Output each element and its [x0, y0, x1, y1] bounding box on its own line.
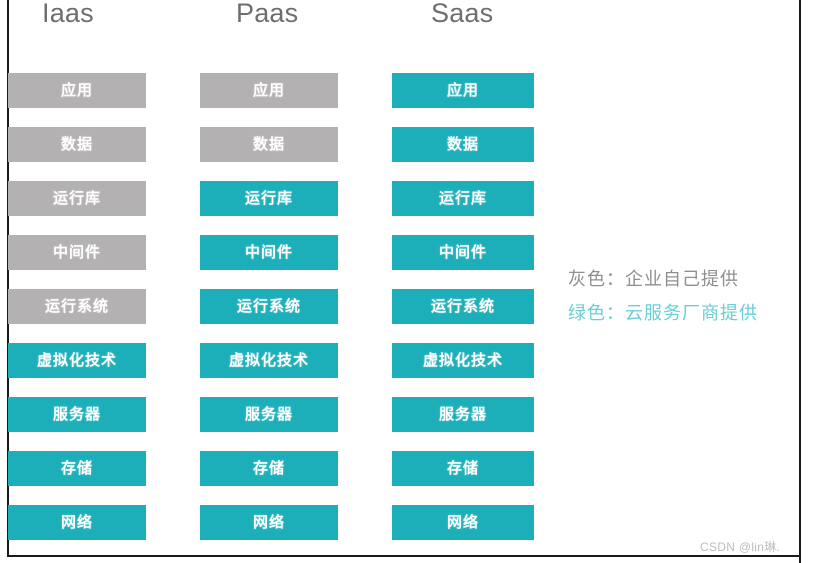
column-header-iaas: Iaas [42, 0, 94, 28]
stack-cell-label: 应用 [60, 82, 93, 99]
stack-column-iaas: 应用数据运行库中间件运行系统虚拟化技术服务器存储网络 [8, 73, 146, 540]
stack-cell-label: 网络 [446, 514, 479, 531]
stack-cell: 中间件 [8, 235, 146, 270]
stack-cell-label: 数据 [446, 136, 479, 153]
stack-cell: 存储 [200, 451, 338, 486]
stack-cell: 虚拟化技术 [392, 343, 534, 378]
frame-left-rule [7, 0, 9, 557]
stack-cell-label: 应用 [252, 82, 285, 99]
stack-cell-label: 数据 [252, 136, 285, 153]
stack-cell-label: 服务器 [52, 406, 101, 423]
stack-column-saas: 应用数据运行库中间件运行系统虚拟化技术服务器存储网络 [392, 73, 534, 540]
stack-cell: 应用 [200, 73, 338, 108]
column-header-paas: Paas [236, 0, 299, 28]
stack-cell: 运行系统 [8, 289, 146, 324]
column-header-saas: Saas [431, 0, 494, 28]
stack-cell: 数据 [8, 127, 146, 162]
stack-column-paas: 应用数据运行库中间件运行系统虚拟化技术服务器存储网络 [200, 73, 338, 540]
stack-cell-label: 服务器 [244, 406, 293, 423]
stack-cell-label: 存储 [446, 460, 479, 477]
frame-bottom-rule [7, 555, 801, 557]
legend: 灰色：企业自己提供 绿色：云服务厂商提供 [568, 262, 793, 330]
stack-cell: 运行库 [8, 181, 146, 216]
stack-cell: 存储 [8, 451, 146, 486]
stack-cell: 运行系统 [392, 289, 534, 324]
stack-cell: 应用 [392, 73, 534, 108]
stack-cell: 网络 [392, 505, 534, 540]
stack-cell: 虚拟化技术 [8, 343, 146, 378]
stack-cell-label: 运行系统 [236, 298, 301, 315]
stack-cell-label: 运行库 [438, 190, 487, 207]
stack-cell: 服务器 [8, 397, 146, 432]
watermark: CSDN @lin琳. [700, 540, 781, 554]
stack-cell-label: 运行库 [52, 190, 101, 207]
stack-cell-label: 运行系统 [44, 298, 109, 315]
stack-cell: 数据 [392, 127, 534, 162]
stack-cell: 运行库 [200, 181, 338, 216]
stack-cell: 应用 [8, 73, 146, 108]
stack-cell-label: 中间件 [244, 244, 293, 261]
stack-cell-label: 运行库 [244, 190, 293, 207]
stack-cell-label: 应用 [446, 82, 479, 99]
stack-cell: 虚拟化技术 [200, 343, 338, 378]
stack-cell-label: 虚拟化技术 [36, 352, 117, 369]
stack-cell-label: 中间件 [52, 244, 101, 261]
stack-cell-label: 虚拟化技术 [422, 352, 503, 369]
stack-cell-label: 存储 [252, 460, 285, 477]
stack-cell-label: 网络 [252, 514, 285, 531]
stack-cell: 中间件 [200, 235, 338, 270]
stack-cell-label: 服务器 [438, 406, 487, 423]
stack-cell: 服务器 [392, 397, 534, 432]
stack-cell: 存储 [392, 451, 534, 486]
stack-cell: 运行库 [392, 181, 534, 216]
stack-cell: 中间件 [392, 235, 534, 270]
frame-right-rule [799, 0, 801, 563]
legend-item-teal: 绿色：云服务厂商提供 [568, 303, 758, 323]
stack-cell: 数据 [200, 127, 338, 162]
stack-cell: 网络 [8, 505, 146, 540]
stack-cell: 网络 [200, 505, 338, 540]
legend-item-gray: 灰色：企业自己提供 [568, 269, 739, 289]
stack-cell-label: 虚拟化技术 [228, 352, 309, 369]
stack-cell-label: 运行系统 [430, 298, 495, 315]
stack-cell-label: 存储 [60, 460, 93, 477]
stack-cell-label: 网络 [60, 514, 93, 531]
stack-cell-label: 中间件 [438, 244, 487, 261]
stack-cell-label: 数据 [60, 136, 93, 153]
stack-cell: 运行系统 [200, 289, 338, 324]
stack-cell: 服务器 [200, 397, 338, 432]
